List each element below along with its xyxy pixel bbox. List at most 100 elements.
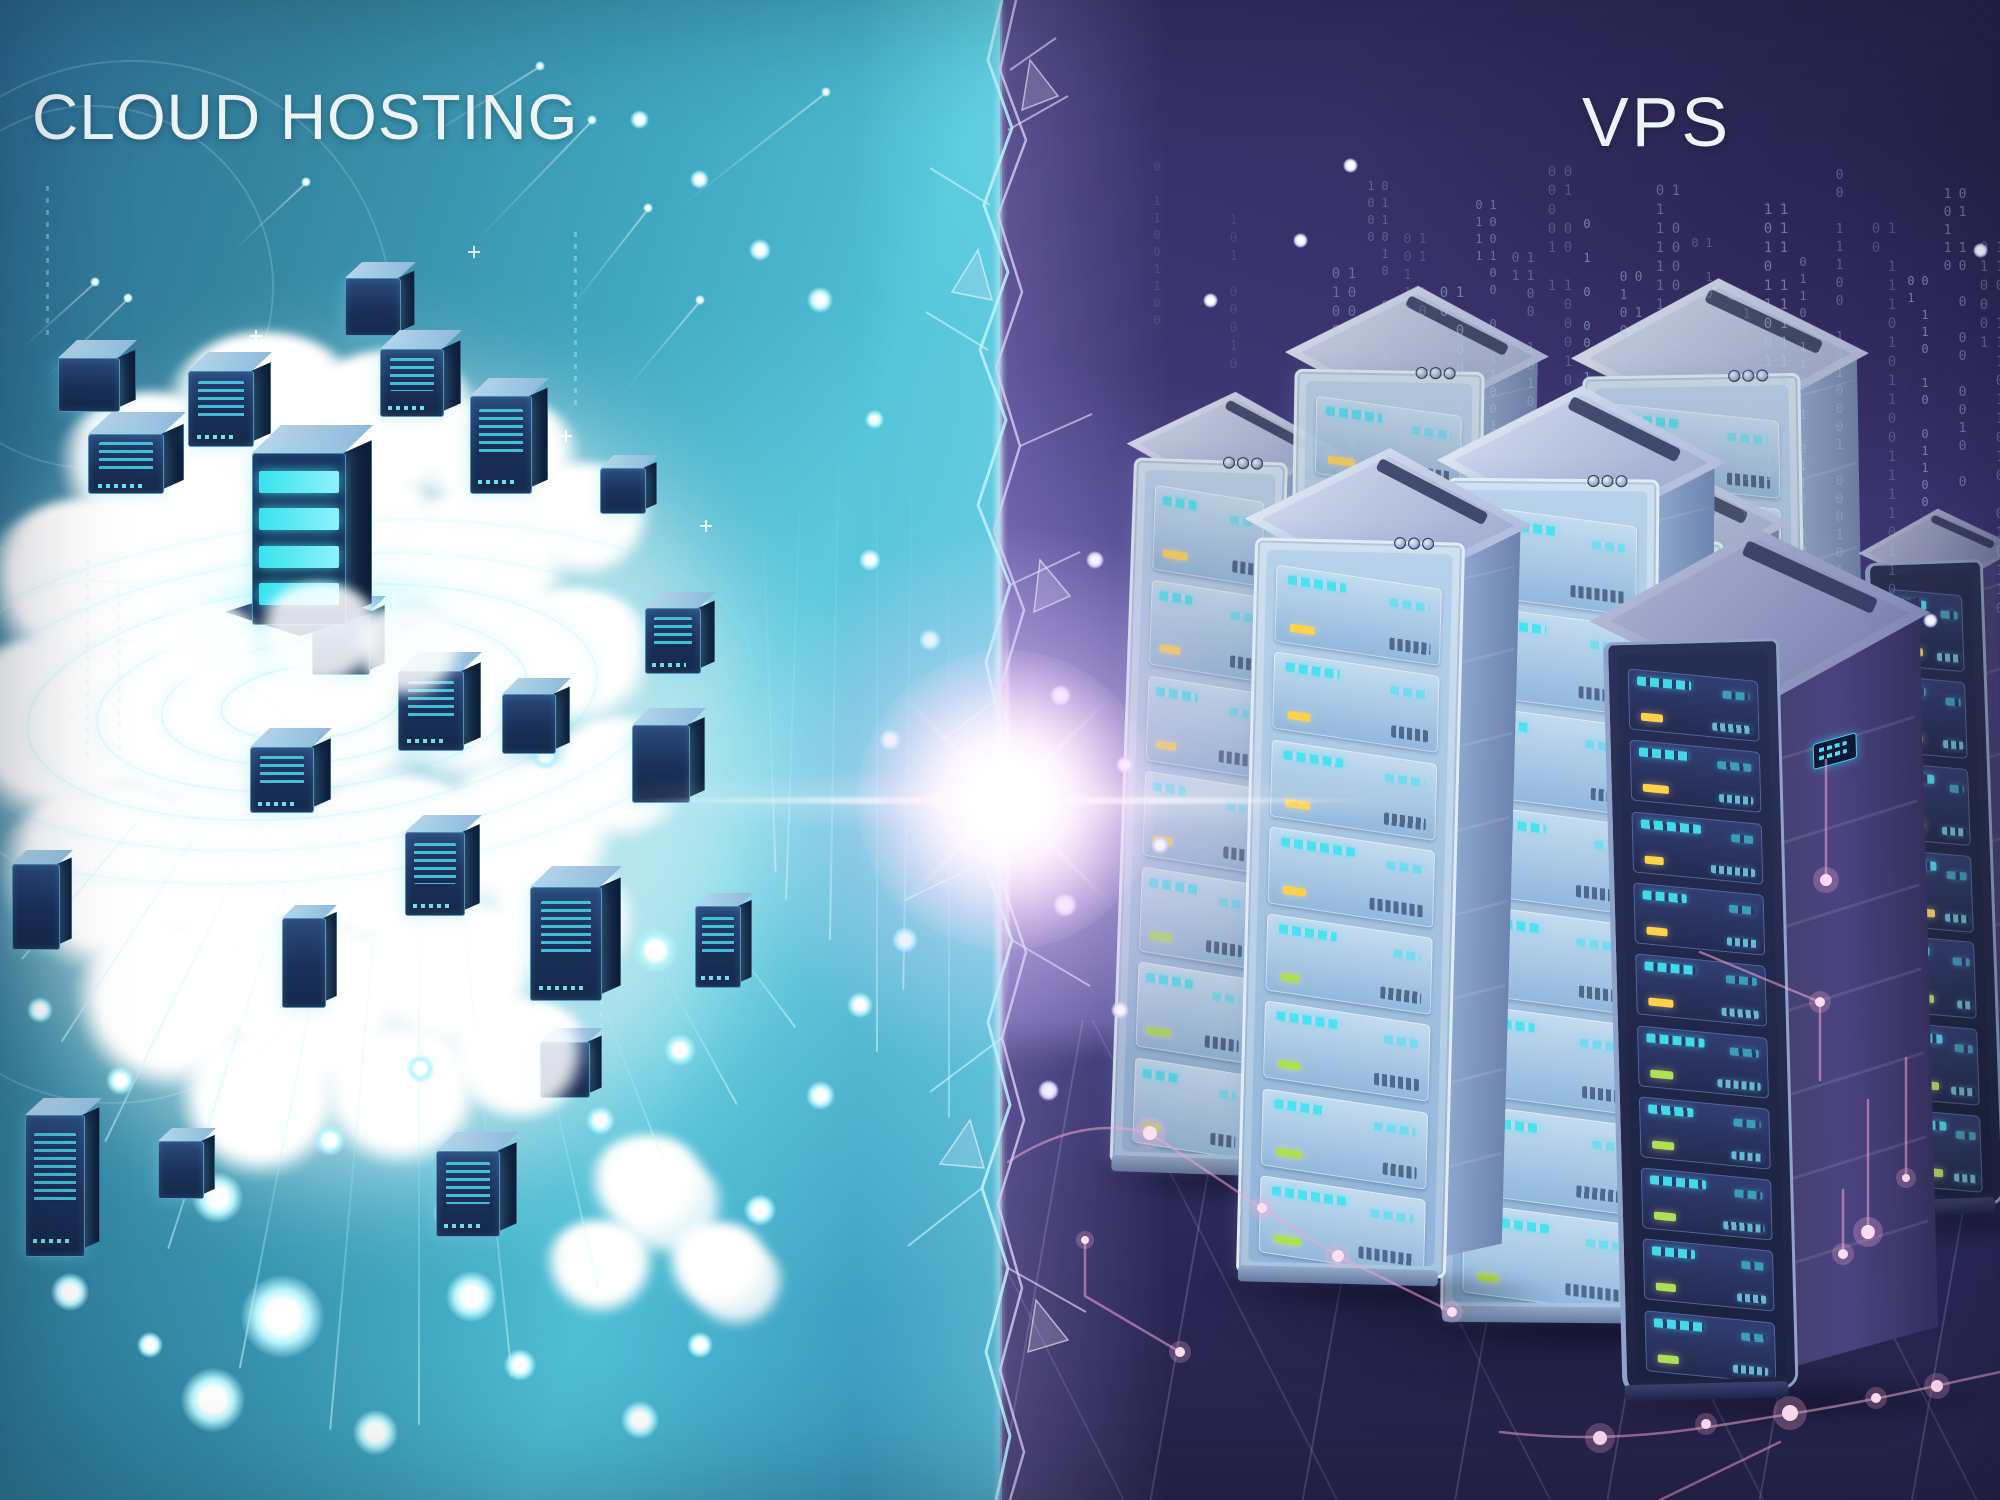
- glow-dot-icon: [633, 928, 678, 973]
- sparkle-dot: [1923, 613, 1938, 628]
- sparkle-icon: [468, 246, 480, 258]
- glow-dot-icon: [51, 1273, 89, 1311]
- server-box-icon: [470, 378, 549, 494]
- panel-label-glyphs: [1225, 801, 1247, 814]
- panel-status-chip: [1640, 712, 1663, 723]
- binary-rain-icon: 00 11100 1010001 000101: [1832, 168, 1847, 582]
- server-screen: [99, 441, 153, 471]
- server-glow-band: [258, 471, 340, 494]
- panel-label-glyphs: [1229, 707, 1250, 719]
- panel-indicator-cluster: [1721, 1007, 1760, 1019]
- server-box-icon: [250, 728, 332, 813]
- rack-panel: [1635, 953, 1768, 1027]
- panel-indicator-cluster: [1382, 1162, 1417, 1180]
- panel-status-chip: [1285, 798, 1311, 810]
- glow-dot-icon: [865, 410, 884, 429]
- panel-status-chip: [1289, 623, 1315, 635]
- panel-label-glyphs: [1728, 904, 1756, 916]
- panel-indicator-cluster: [1576, 1185, 1622, 1204]
- server-led-row: [412, 903, 449, 908]
- rack-panel: [1638, 1096, 1771, 1170]
- sparkle-dot: [1973, 243, 1988, 258]
- rack-side-face: [1769, 596, 1938, 1368]
- panel-indicator-cluster: [1380, 986, 1422, 1005]
- rack-panel: [1269, 739, 1438, 842]
- panel-indicator-cluster: [1943, 739, 1963, 750]
- data-stream-icon: [46, 186, 49, 336]
- panel-indicator-cluster: [1383, 812, 1426, 831]
- rack-panel: [1636, 1025, 1769, 1099]
- binary-rain-icon: 110 111011010 010110 010001: [1976, 240, 2000, 620]
- panel-status-chip: [1275, 1147, 1303, 1159]
- server-top-face: [470, 378, 549, 396]
- panel-label-glyphs: [1158, 590, 1193, 606]
- panel-label-glyphs: [1638, 747, 1688, 762]
- server-top-face: [645, 592, 716, 608]
- panel-label-glyphs: [1945, 697, 1961, 707]
- binary-rain-icon: 11 1001 101 00111: [1400, 232, 1430, 430]
- server-box-icon: [405, 815, 482, 916]
- glow-dot-icon: [137, 1332, 163, 1358]
- panel-indicator-cluster: [1218, 749, 1250, 767]
- sparkle-dot: [1151, 836, 1169, 854]
- server-top-face: [380, 330, 462, 349]
- glow-dot-icon: [353, 1410, 398, 1455]
- server-led-row: [258, 802, 297, 807]
- panel-status-chip: [1653, 1211, 1676, 1222]
- panel-label-glyphs: [1640, 819, 1701, 835]
- server-top-face: [250, 728, 332, 747]
- panel-label-glyphs: [1940, 610, 1958, 620]
- server-top-face: [88, 412, 186, 434]
- led-dot: [1407, 537, 1420, 550]
- led-dot: [1601, 475, 1614, 488]
- binary-rain-icon: 0 11001100: [1150, 160, 1164, 330]
- binary-rain-icon: 1 0000 11 0111111: [1652, 183, 1684, 354]
- server-box-icon: [632, 708, 706, 803]
- panel-label-glyphs: [1218, 1089, 1237, 1101]
- panel-label-glyphs: [1653, 1318, 1704, 1333]
- glow-dot-icon: [106, 1066, 135, 1095]
- sparkle-dot: [1203, 293, 1218, 308]
- panel-label-glyphs: [1946, 870, 1967, 881]
- panel-indicator-cluster: [1956, 1000, 1973, 1010]
- glow-dot-icon: [406, 1054, 435, 1083]
- glow-dot-icon: [695, 295, 705, 305]
- panel-indicator-cluster: [1953, 1173, 1979, 1184]
- glow-dot-icon: [630, 110, 649, 129]
- panel-label-glyphs: [1734, 1189, 1763, 1201]
- binary-rain-icon: 111 1111100 1 001 101011001111011 0: [1760, 202, 1792, 525]
- panel-status-chip: [1642, 783, 1669, 795]
- glow-dot-icon: [181, 1368, 245, 1432]
- server-box-icon: [58, 340, 137, 412]
- panel-indicator-cluster: [1717, 1078, 1761, 1091]
- rack-panel: [1260, 1088, 1429, 1190]
- sparkle-dot: [1053, 893, 1077, 917]
- sparkle-dot: [1343, 158, 1358, 173]
- server-screen: [259, 755, 305, 788]
- rack-panel: [1629, 739, 1762, 813]
- panel-label-glyphs: [1218, 897, 1244, 910]
- panel-label-glyphs: [1952, 956, 1970, 967]
- panel-label-glyphs: [1642, 890, 1687, 904]
- led-dot: [1393, 536, 1406, 550]
- panel-label-glyphs: [1370, 1208, 1414, 1224]
- glow-dot-icon: [123, 293, 133, 303]
- panel-status-chip: [1162, 549, 1188, 562]
- server-led-row: [196, 435, 237, 440]
- server-top-face: [632, 708, 706, 725]
- server-led-row: [406, 738, 447, 743]
- server-screen: [479, 408, 523, 457]
- glow-dot-icon: [664, 1034, 696, 1066]
- server-front-face: [530, 887, 602, 1001]
- server-front-face: [405, 832, 465, 916]
- server-glow-band: [258, 508, 340, 531]
- panel-status-chip: [1273, 1234, 1301, 1247]
- cloud-hosting-title: CLOUD HOSTING: [32, 81, 579, 153]
- server-box-icon: [282, 905, 337, 1008]
- glow-dot-icon: [27, 997, 53, 1023]
- data-stream-icon: [574, 232, 577, 412]
- server-front-face: [470, 396, 532, 494]
- server-top-face: [188, 352, 272, 371]
